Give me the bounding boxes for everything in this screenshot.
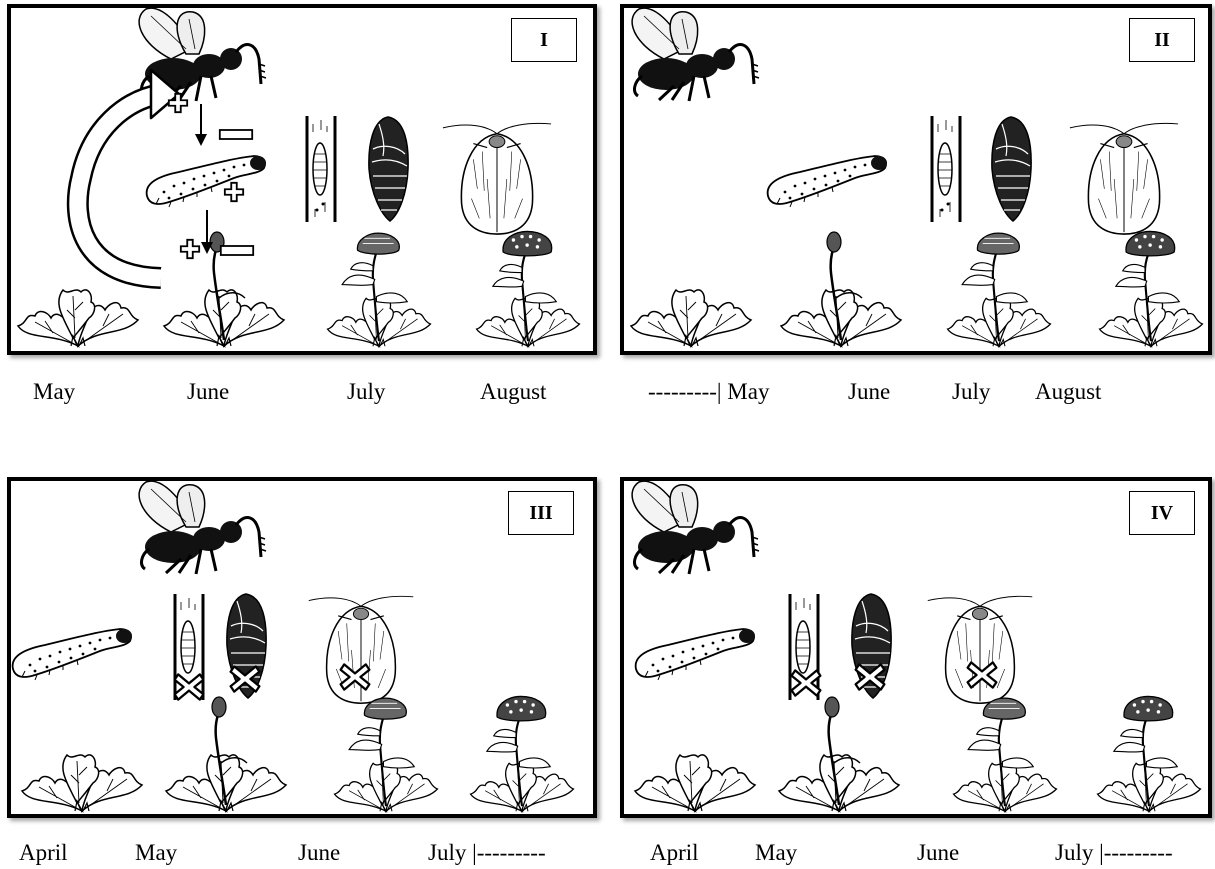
seeding-plant-icon — [1098, 696, 1201, 811]
moth-icon — [309, 596, 414, 703]
month-label: July — [952, 380, 990, 403]
month-label: May — [33, 380, 75, 403]
month-label: June — [848, 380, 890, 403]
moth-icon — [928, 596, 1033, 703]
seeding-plant-icon — [477, 231, 580, 346]
moth-icon — [1070, 123, 1178, 234]
panel-ii: II — [620, 4, 1212, 355]
panel-i: I — [7, 4, 597, 355]
leaves-icon — [635, 755, 755, 811]
panel-iv: IV — [620, 477, 1212, 818]
panel-label: I — [511, 18, 577, 62]
month-label: ---------| May — [648, 380, 769, 403]
month-label: April — [650, 841, 699, 864]
caterpillar-icon — [147, 156, 266, 207]
month-label: June — [298, 841, 340, 864]
wasp-icon — [632, 8, 759, 101]
flowering-plant-icon — [954, 698, 1057, 811]
budding-plant-icon — [166, 697, 286, 811]
panel-iii: III — [7, 477, 597, 818]
seeding-plant-icon — [471, 696, 574, 811]
flowering-plant-icon — [335, 698, 438, 811]
plus-icon — [181, 240, 199, 258]
minus-icon — [220, 130, 252, 139]
wasp-icon — [139, 481, 266, 574]
larva-in-stem-icon — [930, 116, 962, 222]
caterpillar-icon — [636, 629, 755, 680]
flowering-plant-icon — [948, 233, 1051, 346]
leaves-icon — [631, 290, 751, 346]
panel-label: III — [508, 491, 574, 535]
month-label: July |--------- — [1055, 841, 1173, 864]
pupa-icon — [369, 117, 408, 221]
wasp-icon — [632, 481, 759, 574]
seeding-plant-icon — [1100, 231, 1203, 346]
minus-icon — [221, 246, 253, 255]
leaves-icon — [18, 290, 138, 346]
larva-in-stem-icon — [305, 116, 337, 222]
panel-label: II — [1129, 18, 1195, 62]
panel-iii-illustration — [11, 481, 593, 814]
moth-icon — [443, 123, 551, 234]
month-label: August — [480, 380, 546, 403]
leaves-icon — [22, 755, 142, 811]
month-label: June — [917, 841, 959, 864]
month-label: April — [19, 841, 68, 864]
month-label: July |--------- — [428, 841, 546, 864]
month-label: July — [347, 380, 385, 403]
plus-icon — [225, 183, 243, 201]
flowering-plant-icon — [328, 233, 431, 346]
budding-plant-icon — [781, 232, 901, 346]
panel-i-illustration — [11, 8, 593, 351]
month-label: May — [135, 841, 177, 864]
panel-iv-illustration — [624, 481, 1208, 814]
month-label: June — [187, 380, 229, 403]
month-label: August — [1035, 380, 1101, 403]
month-label: May — [755, 841, 797, 864]
caterpillar-icon — [13, 629, 132, 680]
panel-label: IV — [1129, 491, 1195, 535]
panel-ii-illustration — [624, 8, 1208, 351]
budding-plant-icon — [779, 697, 899, 811]
pupa-icon — [992, 117, 1031, 221]
caterpillar-icon — [768, 156, 887, 207]
